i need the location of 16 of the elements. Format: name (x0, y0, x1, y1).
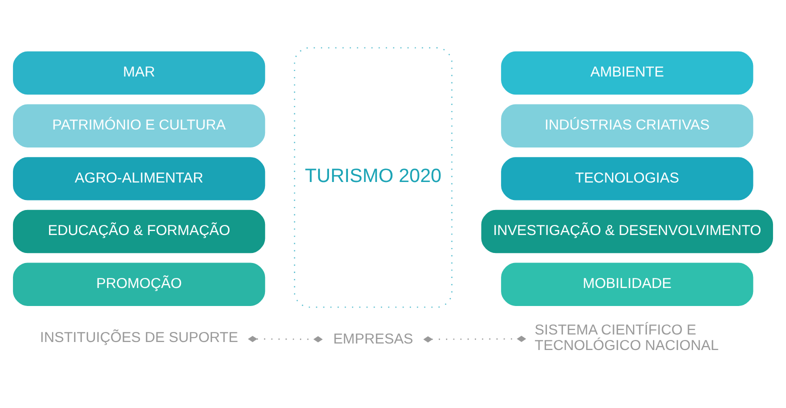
node-text: SISTEMA CIENTÍFICO E TECNOLÓGICO NACIONAL (534, 322, 719, 354)
node-box: AGRO-ALIMENTAR (12, 156, 266, 200)
node-box: MAR (12, 50, 266, 94)
node-box: PROMOÇÃO (12, 262, 266, 306)
connector (423, 335, 526, 342)
node-box: INDÚSTRIAS CRIATIVAS (501, 104, 754, 147)
node-box: TURISMO 2020 (294, 46, 452, 308)
connector (248, 335, 323, 342)
node-box: TECNOLOGIAS (501, 156, 754, 200)
node-box: INVESTIGAÇÃO & DESENVOLVIMENTO (481, 209, 774, 253)
node-box: MOBILIDADE (501, 262, 754, 306)
node-box: EDUCAÇÃO & FORMAÇÃO (12, 209, 266, 253)
node-box: PATRIMÓNIO E CULTURA (12, 104, 266, 147)
node-text: EMPRESAS (333, 330, 414, 347)
node-box: AMBIENTE (501, 50, 754, 94)
node-text: INSTITUIÇÕES DE SUPORTE (40, 330, 238, 346)
